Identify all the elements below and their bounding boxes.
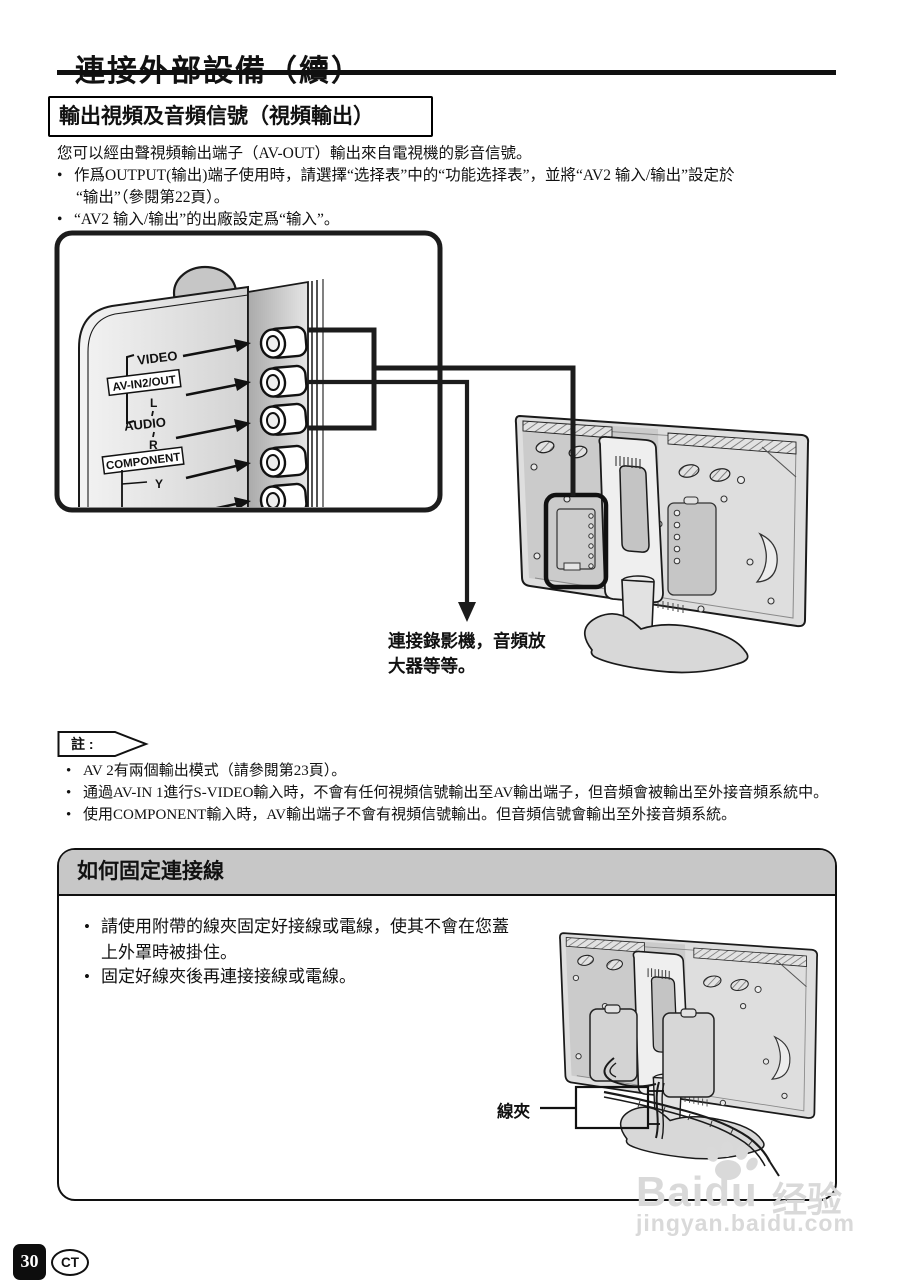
- connection-diagram: VIDEO AV-IN2/OUT L AUDIO R COMPONENT Y: [54, 230, 810, 674]
- page-title: 連接外部設備（續）: [75, 55, 363, 89]
- page-number-badge: 30: [13, 1244, 46, 1280]
- note-badge: 註 :: [57, 731, 149, 757]
- cable-fixing-box: 如何固定連接線: [57, 848, 837, 1201]
- watermark-url: jingyan.baidu.com: [636, 1210, 855, 1236]
- cable-clamp-diagram: [540, 932, 819, 1177]
- list-item: •請使用附帶的線夾固定好接線或電線，使其不會在您蓋: [84, 917, 509, 936]
- list-item-text: 作爲OUTPUT(输出)端子使用時，請選擇“选择表”中的“功能选择表”，並將“A…: [74, 167, 735, 184]
- bullet-marker: •: [57, 211, 63, 228]
- note-item: •AV 2有兩個輸出模式（請參閱第23頁）。: [66, 763, 347, 779]
- list-item: • “AV2 输入/输出”的出廠設定爲“输入”。: [57, 207, 339, 229]
- label-audio-l: L: [150, 396, 157, 410]
- av-out-port-highlight: [543, 492, 609, 590]
- list-item-text: “AV2 输入/输出”的出廠設定爲“输入”。: [74, 211, 340, 228]
- jack-bracket-line: [308, 327, 377, 431]
- section1-header: 輸出視頻及音頻信號（視頻輸出）: [48, 96, 433, 137]
- clamp-label: 線夾: [497, 1103, 530, 1121]
- list-item: •固定好線夾後再連接接線或電線。: [84, 967, 356, 986]
- callout-box-border: [54, 230, 443, 513]
- down-arrowhead: [458, 602, 476, 622]
- connection-line-to-tv: [374, 365, 576, 496]
- baidu-paw-icon: [705, 1141, 758, 1180]
- language-badge: CT: [51, 1249, 89, 1276]
- label-audio-r: R: [149, 438, 158, 452]
- watermark-brand-cn: 经验: [772, 1181, 843, 1220]
- intro-text: 您可以經由聲視頻輸出端子（AV-OUT）輸出來自電視機的影音信號。: [57, 145, 532, 162]
- label-arrows: [175, 344, 237, 507]
- note-badge-label: 註 :: [71, 736, 94, 752]
- label-arrowheads: [234, 339, 251, 507]
- label-video: VIDEO: [136, 348, 178, 368]
- title-rule: [57, 70, 836, 75]
- diagram-caption: 連接錄影機，音頻放 大器等等。: [388, 631, 546, 676]
- connection-line-to-device: [308, 379, 470, 603]
- list-item-continued: “输出”（參閱第22頁）。: [76, 189, 230, 206]
- note-item: •使用COMPONENT輸入時，AV輸出端子不會有視頻信號輸出。但音頻信號會輸出…: [66, 807, 737, 823]
- list-item-continued: 上外罩時被掛住。: [101, 943, 237, 962]
- label-component-y: Y: [155, 477, 163, 491]
- section2-header: 如何固定連接線: [59, 850, 835, 896]
- rca-jacks: [259, 325, 308, 507]
- list-item: • 作爲OUTPUT(输出)端子使用時，請選擇“选择表”中的“功能选择表”，並將“…: [57, 163, 735, 185]
- bullet-marker: •: [57, 167, 63, 184]
- label-audio: AUDIO: [123, 414, 166, 433]
- note-item: •通過AV-IN 1進行S-VIDEO輸入時，不會有任何視頻信號輸出至AV輸出端…: [66, 785, 829, 801]
- jack-panel-art: VIDEO AV-IN2/OUT L AUDIO R COMPONENT Y: [78, 265, 324, 507]
- cable-stripes: [637, 1100, 753, 1147]
